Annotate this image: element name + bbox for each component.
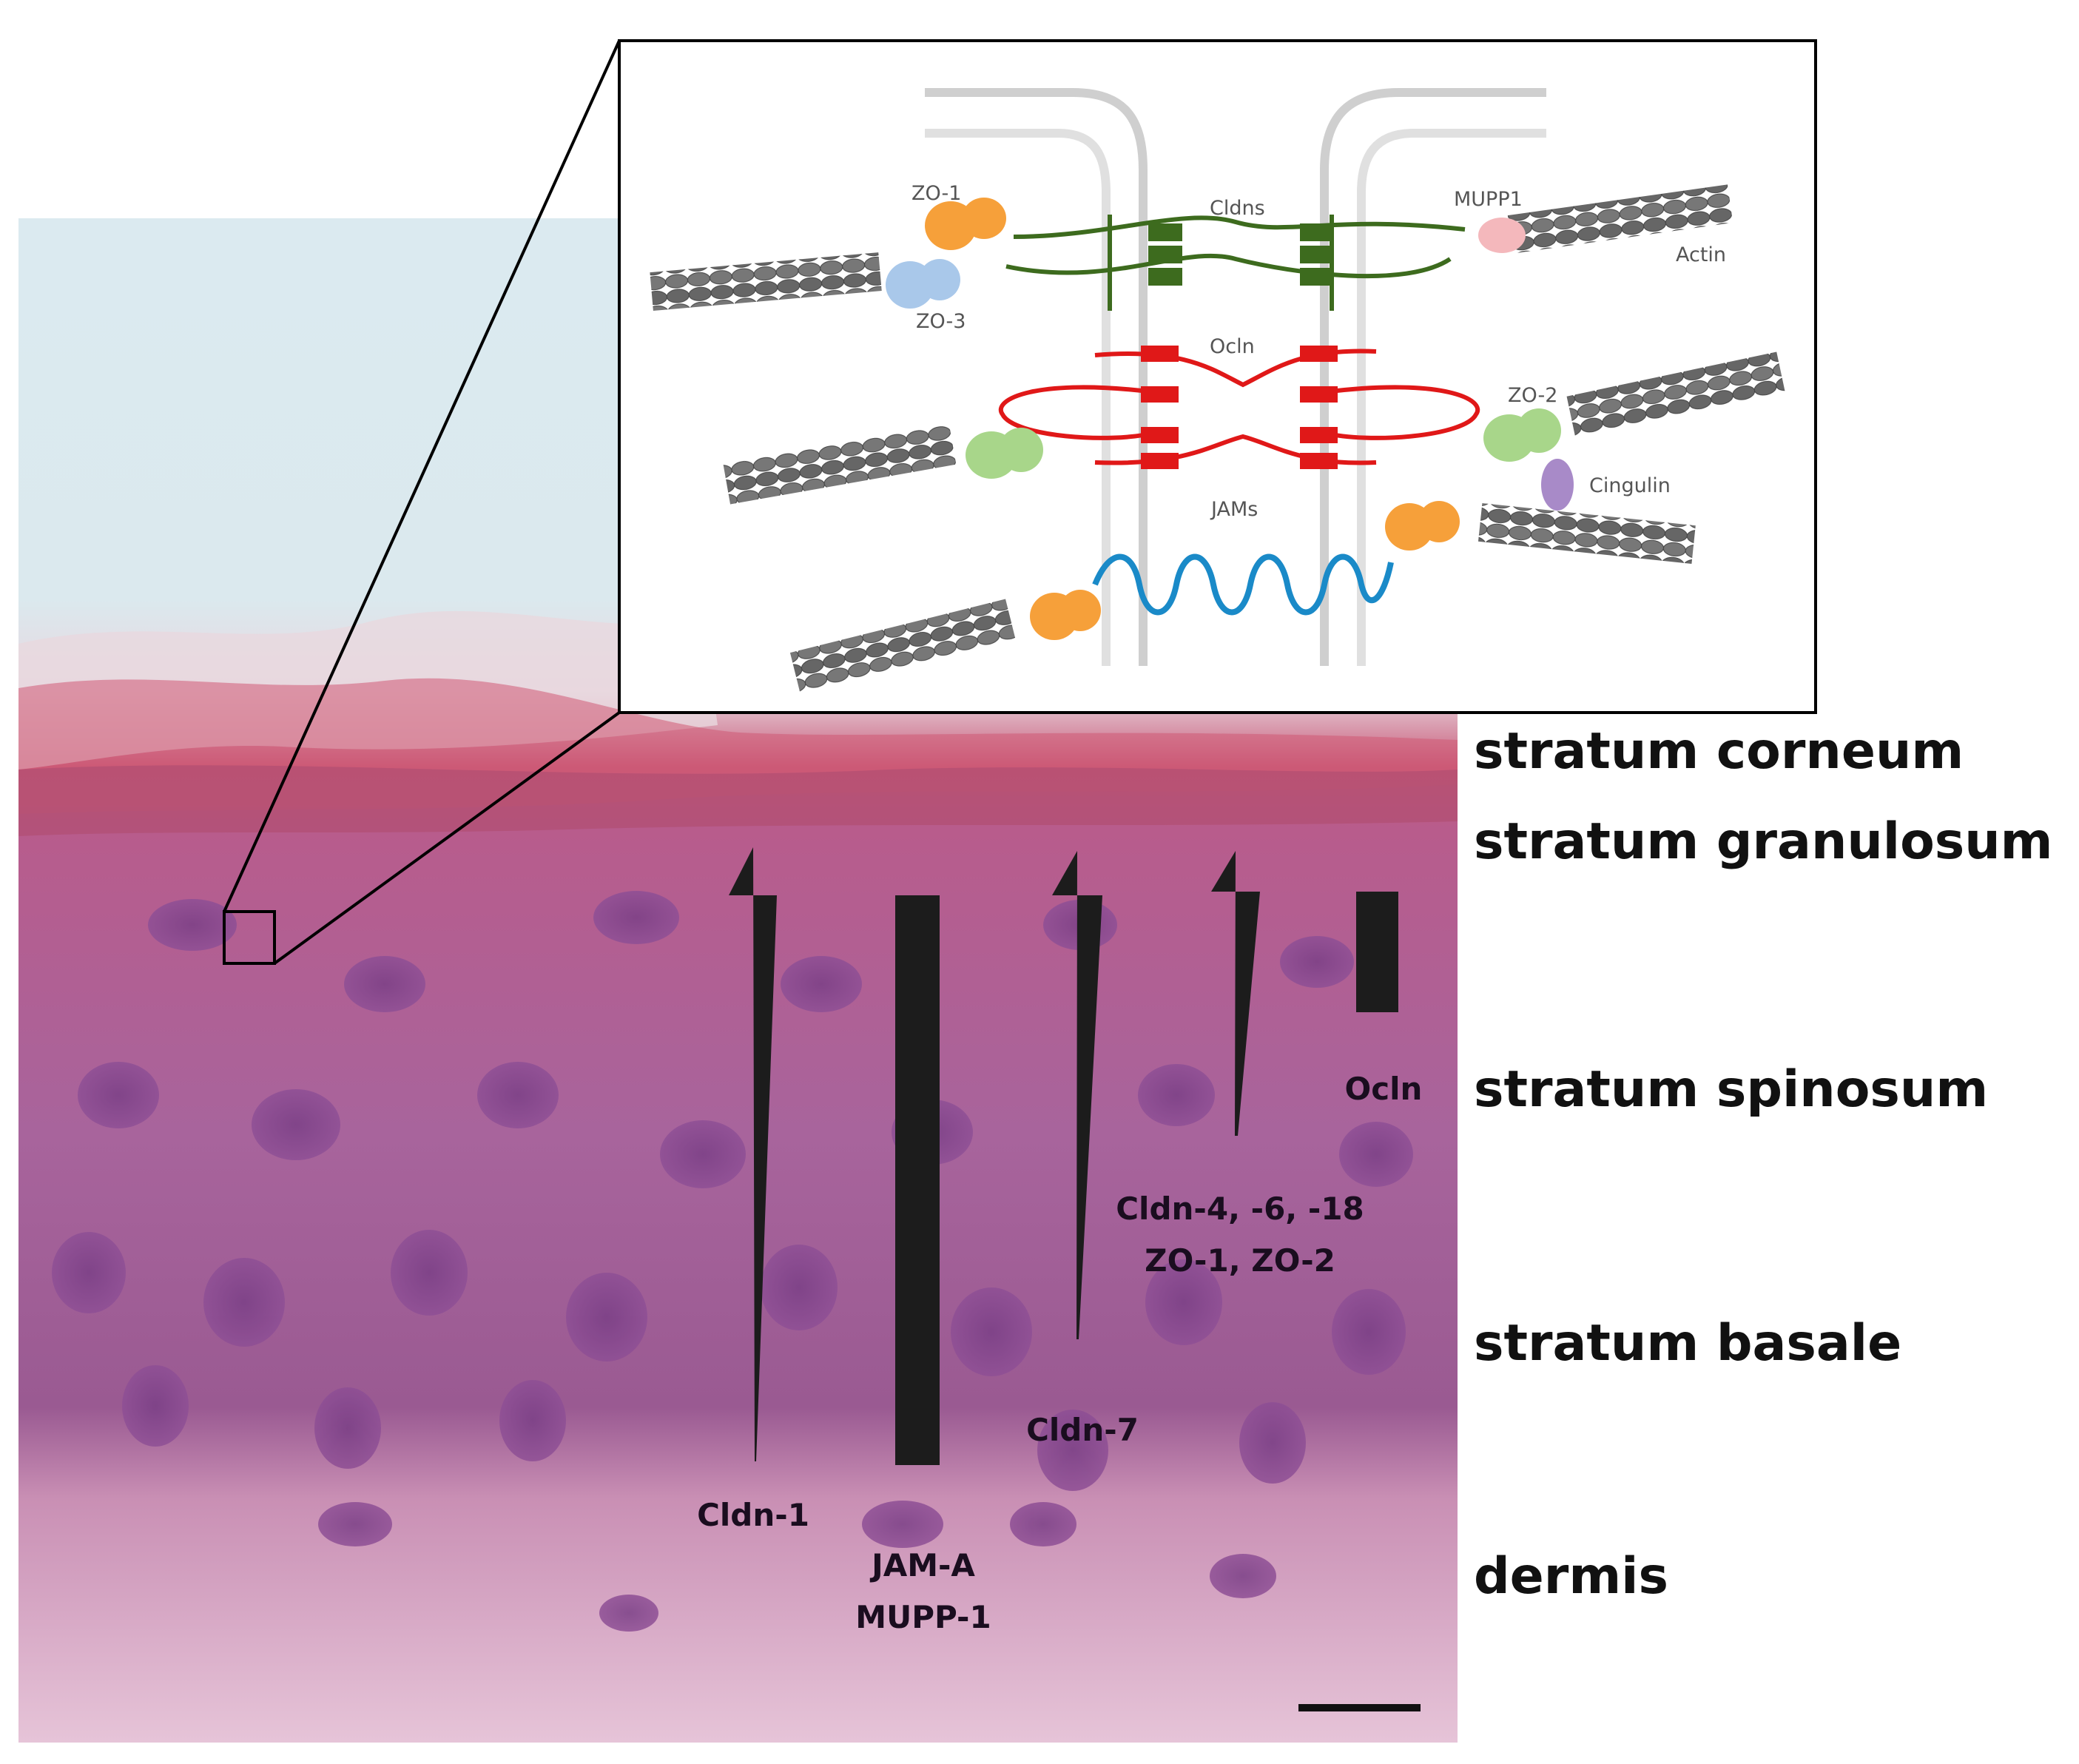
label-cldn4: Cldn-4, -6, -18 [1116, 1191, 1364, 1227]
wedge-cldn4 [1211, 851, 1260, 1136]
bar-jam-mupp1 [895, 847, 940, 1465]
label-jama: JAM-A [869, 1547, 975, 1583]
layer-stratum-corneum: stratum corneum [1474, 722, 1964, 781]
layer-stratum-spinosum: stratum spinosum [1474, 1060, 1988, 1119]
layer-stratum-granulosum: stratum granulosum [1474, 812, 2053, 871]
layer-dermis: dermis [1474, 1547, 1668, 1606]
label-mupp1: MUPP-1 [855, 1599, 991, 1635]
occludin-strands [998, 346, 1480, 469]
label-mupp1-inset: MUPP1 [1454, 188, 1523, 211]
label-zo12: ZO-1, ZO-2 [1145, 1242, 1335, 1279]
label-cldn7: Cldn-7 [1026, 1412, 1139, 1448]
wedge-cldn7 [1052, 851, 1102, 1339]
cell-membranes [925, 88, 1546, 666]
wedge-cldn1 [729, 847, 777, 1461]
zoom-source-box [223, 910, 276, 965]
label-actin: Actin [1676, 243, 1726, 266]
bar-ocln [1356, 851, 1398, 1012]
label-cldn1: Cldn-1 [697, 1497, 809, 1533]
jam-coil [1092, 553, 1394, 616]
layer-stratum-basale: stratum basale [1474, 1314, 1901, 1373]
claudin-strands [1005, 215, 1466, 311]
label-zo1: ZO-1 [912, 182, 961, 205]
label-ocln: Ocln [1345, 1071, 1423, 1107]
scale-bar [1298, 1704, 1421, 1711]
label-ocln-inset: Ocln [1210, 335, 1255, 358]
inset-panel: ZO-1 ZO-3 Cldns MUPP1 Actin Ocln ZO-2 Ci… [618, 39, 1817, 714]
zoom-indicator [223, 40, 621, 965]
expression-gradients [729, 847, 1398, 1465]
inset-frame [618, 39, 1817, 714]
label-cingulin: Cingulin [1589, 474, 1671, 497]
label-jams: JAMs [1210, 498, 1258, 521]
scaffold-proteins [886, 198, 1574, 640]
label-zo3: ZO-3 [916, 310, 966, 333]
actin-filaments [650, 184, 1785, 693]
label-cldns: Cldns [1210, 197, 1265, 220]
label-zo2: ZO-2 [1508, 384, 1557, 407]
